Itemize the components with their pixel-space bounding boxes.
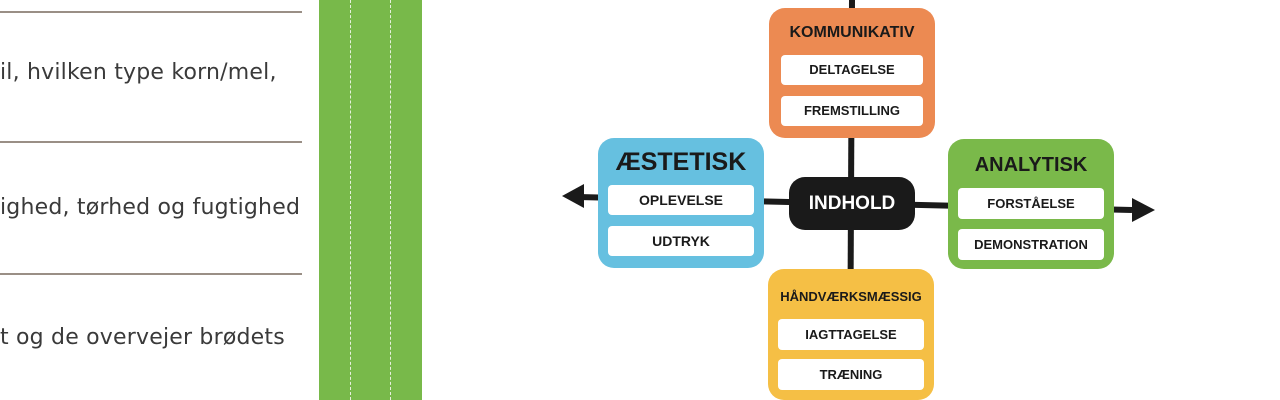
pill-udtryk: UDTRYK xyxy=(608,226,754,256)
right-arrowhead xyxy=(1132,198,1155,222)
aestetisk-box: ÆSTETISK OPLEVELSE UDTRYK xyxy=(598,138,764,268)
haandvaerksmaessig-box: HÅNDVÆRKSMÆSSIG IAGTTAGELSE TRÆNING xyxy=(768,269,934,400)
kommunikativ-box: KOMMUNIKATIV DELTAGELSE FREMSTILLING xyxy=(769,8,935,138)
pill-demonstration: DEMONSTRATION xyxy=(958,229,1104,260)
pill-forstaaelse: FORSTÅELSE xyxy=(958,188,1104,219)
left-arrowhead xyxy=(562,184,584,208)
green-strip xyxy=(319,0,422,400)
kommunikativ-title: KOMMUNIKATIV xyxy=(789,24,915,41)
text-line-1: il, hvilken type korn/mel, xyxy=(0,60,277,85)
strip-dashed-line-left xyxy=(350,0,351,400)
pill-fremstilling: FREMSTILLING xyxy=(781,96,923,126)
divider-line-3 xyxy=(0,273,302,275)
analytisk-title: ANALYTISK xyxy=(974,154,1088,176)
pill-traening: TRÆNING xyxy=(778,359,924,390)
divider-line-1 xyxy=(0,11,302,13)
aestetisk-title: ÆSTETISK xyxy=(615,148,747,176)
text-line-2: ighed, tørhed og fugtighed xyxy=(0,195,301,220)
pill-deltagelse: DELTAGELSE xyxy=(781,55,923,85)
analytisk-box: ANALYTISK FORSTÅELSE DEMONSTRATION xyxy=(948,139,1114,269)
pill-iagttagelse: IAGTTAGELSE xyxy=(778,319,924,350)
pill-oplevelse: OPLEVELSE xyxy=(608,185,754,215)
indhold-center-box: INDHOLD xyxy=(789,177,915,230)
strip-dashed-line-right xyxy=(390,0,391,400)
haandvaerksmaessig-title: HÅNDVÆRKSMÆSSIG xyxy=(780,289,922,304)
divider-line-2 xyxy=(0,141,302,143)
text-line-3: t og de overvejer brødets xyxy=(0,325,285,350)
